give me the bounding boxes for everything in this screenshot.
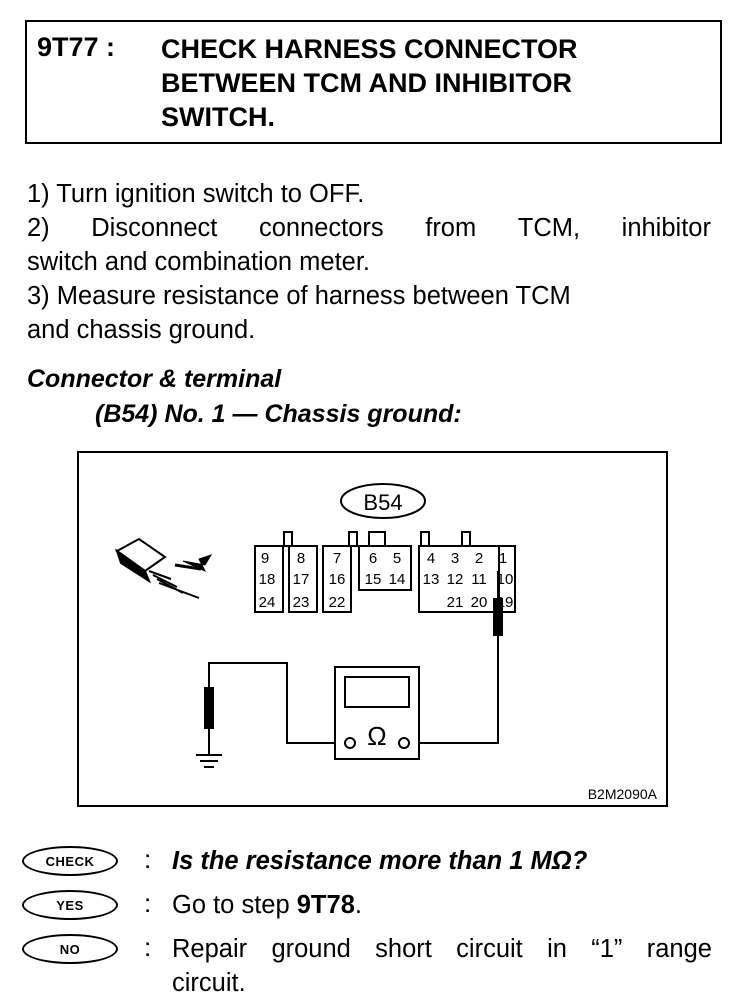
- terminal-24: 24: [259, 594, 276, 611]
- no-text-line-1: Repair ground short circuit in “1” range: [172, 932, 712, 966]
- yes-prefix: Go to step: [172, 891, 297, 919]
- terminal-numbers: 9 8 7 6 5 4 3 2 1 18 17 16 15 14 13 12 1…: [259, 550, 514, 611]
- instruction-3-line-2: and chassis ground.: [27, 316, 256, 344]
- connector-subtitle: (B54) No. 1 — Chassis ground:: [95, 400, 462, 428]
- terminal-10: 10: [497, 571, 514, 588]
- check-row: CHECK : Is the resistance more than 1 MΩ…: [22, 844, 722, 886]
- step-title-line-1: CHECK HARNESS CONNECTOR: [161, 34, 578, 64]
- terminal-5: 5: [393, 550, 401, 567]
- word: short: [375, 935, 432, 963]
- terminal-6: 6: [369, 550, 377, 567]
- no-badge: NO: [22, 934, 118, 964]
- terminal-17: 17: [293, 571, 310, 588]
- yes-suffix: .: [354, 891, 362, 919]
- terminal-12: 12: [447, 571, 464, 588]
- step-header-box: 9T77 : CHECK HARNESS CONNECTOR BETWEEN T…: [25, 20, 722, 144]
- wire-to-terminal: [404, 636, 499, 744]
- terminal-8: 8: [297, 550, 305, 567]
- word: “1”: [591, 935, 623, 963]
- word: 2): [27, 214, 50, 242]
- no-row: NO : Repair ground short circuit in “1” …: [22, 932, 722, 1004]
- yes-row: YES : Go to step 9T78.: [22, 888, 722, 930]
- terminal-20: 20: [471, 594, 488, 611]
- probe-terminal-1: [493, 571, 503, 636]
- connector-plug-icon: [115, 537, 213, 599]
- terminal-2: 2: [475, 550, 483, 567]
- no-text: Repair ground short circuit in “1” range…: [172, 932, 712, 1000]
- no-text-line-2: circuit.: [172, 969, 246, 997]
- word: ground: [271, 935, 351, 963]
- diagram-svg: B54 9 8 7: [115, 483, 658, 802]
- step-id: 9T77 :: [37, 32, 116, 62]
- instruction-1: 1) Turn ignition switch to OFF.: [27, 180, 365, 208]
- terminal-14: 14: [389, 571, 406, 588]
- word: range: [646, 935, 712, 963]
- terminal-3: 3: [451, 550, 459, 567]
- yes-badge: YES: [22, 890, 118, 920]
- word: from: [425, 214, 477, 242]
- colon: :: [144, 932, 152, 962]
- terminal-23: 23: [293, 594, 310, 611]
- ohm-symbol: Ω: [367, 721, 386, 751]
- connector-label-ellipse: [340, 483, 426, 519]
- terminal-1: 1: [499, 550, 507, 567]
- wire-to-ground: [208, 662, 349, 744]
- terminal-11: 11: [471, 571, 487, 588]
- terminal-7: 7: [333, 550, 341, 567]
- instruction-3-line-1: 3) Measure resistance of harness between…: [27, 282, 571, 310]
- yes-text: Go to step 9T78.: [172, 888, 362, 922]
- word: circuit: [456, 935, 523, 963]
- instructions: 1) Turn ignition switch to OFF. 2) Disco…: [27, 177, 711, 347]
- word: in: [547, 935, 567, 963]
- wiring-diagram: B54 9 8 7: [77, 451, 668, 807]
- ground-symbol: [196, 754, 222, 768]
- check-badge: CHECK: [22, 846, 118, 876]
- check-question: Is the resistance more than 1 MΩ?: [172, 847, 588, 875]
- ground-probe: [204, 687, 214, 755]
- word: TCM,: [517, 214, 581, 242]
- terminal-16: 16: [329, 571, 346, 588]
- instruction-2-line-1: 2) Disconnect connectors from TCM, inhib…: [27, 211, 711, 245]
- terminal-18: 18: [259, 571, 276, 588]
- step-title: CHECK HARNESS CONNECTOR BETWEEN TCM AND …: [161, 32, 701, 134]
- terminal-22: 22: [329, 594, 346, 611]
- terminal-4: 4: [427, 550, 435, 567]
- step-title-line-2: BETWEEN TCM AND INHIBITOR: [161, 68, 572, 98]
- instruction-2-line-2: switch and combination meter.: [27, 248, 371, 276]
- word: Disconnect: [91, 214, 218, 242]
- colon: :: [144, 844, 152, 874]
- ohmmeter: [334, 666, 420, 760]
- terminal-21: 21: [447, 594, 464, 611]
- connector-title: Connector & terminal: [27, 365, 282, 393]
- connector-label: B54: [363, 490, 402, 515]
- word: Repair: [172, 935, 248, 963]
- terminal-13: 13: [423, 571, 440, 588]
- word: inhibitor: [621, 214, 711, 242]
- colon: :: [144, 888, 152, 918]
- terminal-15: 15: [365, 571, 382, 588]
- terminal-9: 9: [261, 550, 269, 567]
- word: connectors: [258, 214, 384, 242]
- step-title-line-3: SWITCH.: [161, 102, 275, 132]
- yes-step-link: 9T78: [296, 891, 355, 919]
- figure-code: B2M2090A: [588, 786, 658, 802]
